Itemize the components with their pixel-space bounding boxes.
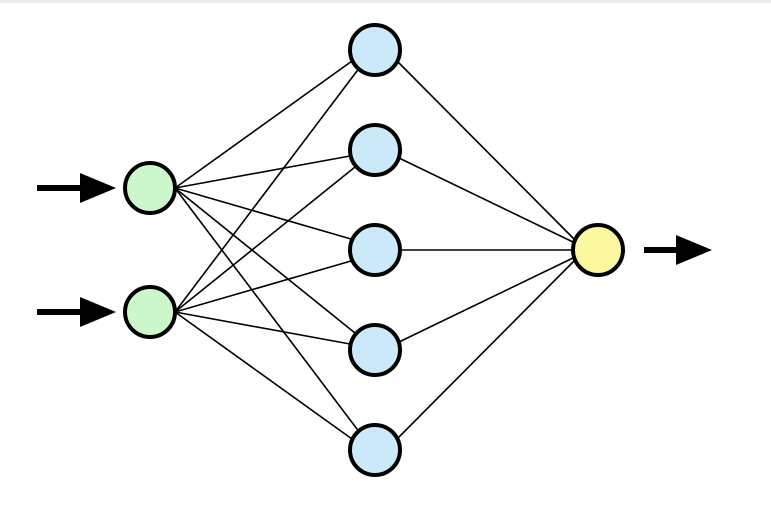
node-h2[interactable] xyxy=(348,123,402,177)
output-arrow xyxy=(644,235,712,265)
input-arrow-top xyxy=(37,173,116,203)
node-h5[interactable] xyxy=(348,423,402,477)
edge-i2-h1 xyxy=(174,66,361,313)
input-arrow-bottom-head-icon xyxy=(80,297,116,327)
top-edge-band xyxy=(0,0,771,3)
edges-group xyxy=(174,60,576,440)
edge-i2-h4 xyxy=(174,311,351,345)
node-i2[interactable] xyxy=(123,285,177,339)
node-h4[interactable] xyxy=(348,323,402,377)
edge-i1-h5 xyxy=(174,187,361,434)
node-o1[interactable] xyxy=(571,223,625,277)
edge-i1-h3 xyxy=(174,187,352,240)
edge-h4-o1 xyxy=(398,256,576,343)
input-layer xyxy=(123,161,177,339)
edge-i2-h2 xyxy=(174,166,356,313)
output-arrow-head-icon xyxy=(676,235,712,265)
edge-h1-o1 xyxy=(397,61,575,240)
input-arrow-top-head-icon xyxy=(80,173,116,203)
edge-h5-o1 xyxy=(397,260,575,439)
node-h3[interactable] xyxy=(348,223,402,277)
input-arrow-bottom xyxy=(37,297,116,327)
edge-i1-h4 xyxy=(174,187,356,334)
edge-h2-o1 xyxy=(398,157,576,244)
edge-i2-h5 xyxy=(174,311,353,440)
hidden-layer xyxy=(348,23,402,477)
node-i1[interactable] xyxy=(123,161,177,215)
io-arrows-group xyxy=(37,173,712,327)
edge-i1-h1 xyxy=(174,60,353,189)
edge-i2-h3 xyxy=(174,260,352,313)
edge-i1-h2 xyxy=(174,155,351,189)
nodes-group xyxy=(123,23,625,477)
output-layer xyxy=(571,223,625,277)
node-h1[interactable] xyxy=(348,23,402,77)
